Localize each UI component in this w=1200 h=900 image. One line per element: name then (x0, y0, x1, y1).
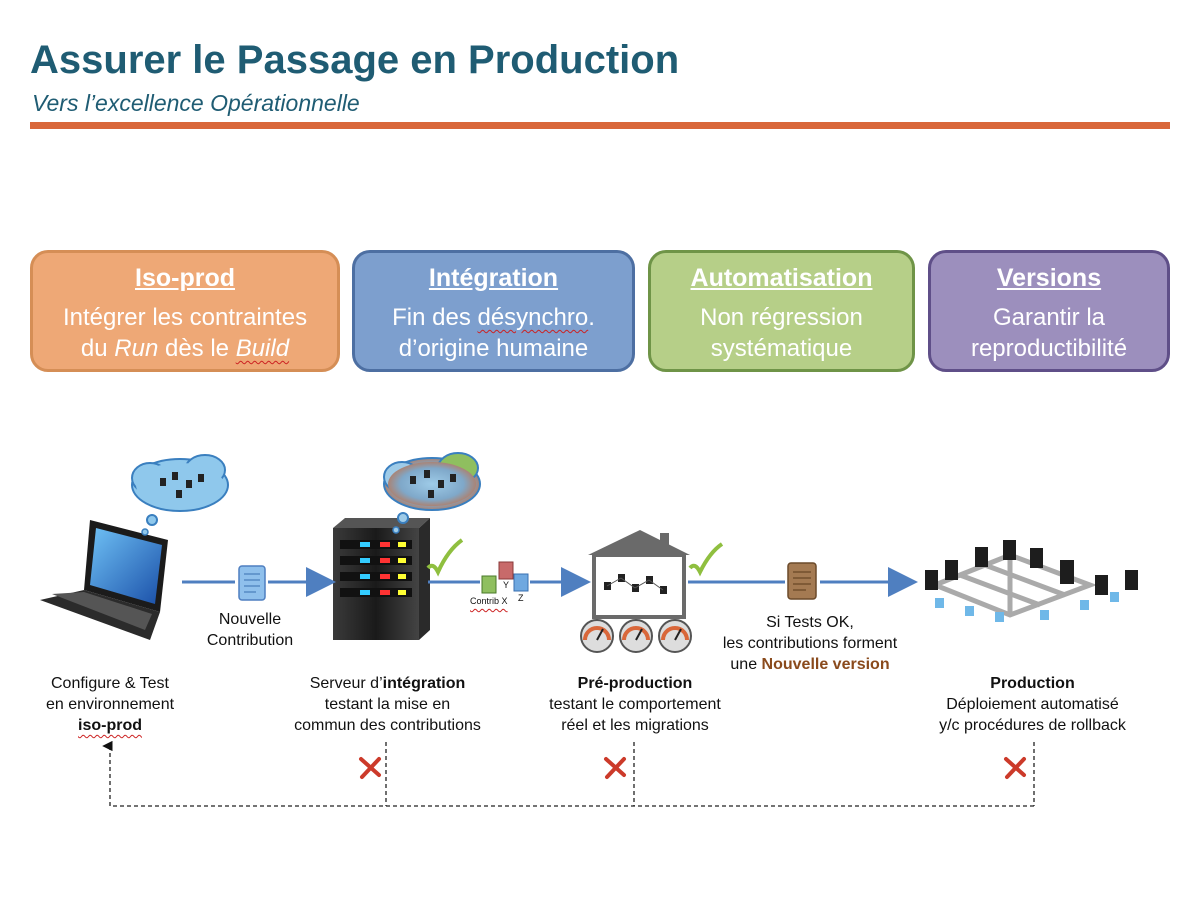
stage-isoprod-label: Configure & Test en environnement iso-pr… (20, 673, 200, 736)
pillar-isoprod-text: Intégrer les contraintes du Run dès le B… (33, 302, 337, 364)
pillar-versions: Versions Garantir la reproductibilité (928, 250, 1170, 372)
production-network-icon (925, 540, 1138, 622)
pillar-automatisation-line2: systématique (710, 335, 853, 362)
contribution-label-line2: Contribution (206, 632, 294, 649)
preproduction-house-icon (588, 530, 690, 619)
pillar-integration-desynchro: désynchro (477, 304, 589, 331)
check-icon-integration (426, 538, 464, 577)
pillar-isoprod-line2a: du (80, 335, 115, 362)
stage-preprod-line2: testant le comportement (549, 696, 721, 713)
stage-integration-label: Serveur d’intégration testant la mise en… (270, 673, 505, 736)
version-scroll-icon (787, 562, 817, 600)
stage-preprod-line3: réel et les migrations (561, 717, 709, 734)
pillar-isoprod-line1: Intégrer les contraintes (62, 304, 308, 331)
fail-icon-production (1004, 757, 1026, 779)
stage-production-line2: Déploiement automatisé (946, 696, 1119, 713)
pillar-automatisation-text: Non régression systématique (651, 302, 912, 364)
stage-production-label: Production Déploiement automatisé y/c pr… (920, 673, 1145, 736)
contrib-x-label: Contrib X (470, 596, 508, 606)
new-version-highlight: Nouvelle version (761, 656, 890, 673)
contrib-files-icon (481, 561, 529, 594)
version-label-line1: Si Tests OK, (766, 614, 854, 631)
stage-preprod-label: Pré-production testant le comportement r… (525, 673, 745, 736)
page-subtitle: Vers l’excellence Opérationnelle (32, 90, 360, 116)
pillar-isoprod: Iso-prod Intégrer les contraintes du Run… (30, 250, 340, 372)
integration-server-icon (333, 518, 430, 640)
pillar-isoprod-build: Build (235, 335, 290, 362)
stage-integration-line2: testant la mise en (324, 696, 451, 713)
network-cloud-icon (131, 454, 229, 536)
pillar-isoprod-title: Iso-prod (135, 264, 235, 292)
contrib-y-label: Y (503, 580, 510, 590)
check-icon-preprod (688, 542, 724, 577)
stage-isoprod-line2: en environnement (45, 696, 175, 713)
feedback-loop (102, 740, 1035, 807)
contribution-label-line1: Nouvelle (218, 611, 282, 628)
pillar-versions-line1: Garantir la (992, 304, 1106, 331)
stage-production-line1: Production (990, 675, 1075, 692)
stage-isoprod-line3: iso-prod (78, 717, 142, 734)
pillar-versions-title: Versions (996, 264, 1102, 292)
version-label-line2: les contributions forment (722, 635, 898, 652)
stage-isoprod-line1: Configure & Test (51, 675, 169, 692)
stage-integration-line1b: intégration (382, 675, 466, 692)
pillar-integration-text: Fin des désynchro. d’origine humaine (355, 302, 632, 364)
stage-integration-line3: commun des contributions (294, 717, 481, 734)
colored-network-cloud-icon (383, 452, 481, 534)
version-label-line3a: une (730, 656, 762, 673)
title-divider (30, 122, 1170, 129)
fail-icon-preprod (604, 757, 626, 779)
stage-integration-line1a: Serveur d’ (309, 675, 383, 692)
laptop-icon (40, 520, 168, 640)
pillar-versions-line2: reproductibilité (970, 335, 1128, 362)
pillar-automatisation-title: Automatisation (690, 264, 873, 292)
pillar-automatisation-line1: Non régression (700, 304, 863, 331)
pillar-integration-line1c: . (588, 304, 595, 331)
pillar-integration-title: Intégration (428, 264, 559, 292)
page-title: Assurer le Passage en Production (30, 38, 680, 82)
pillar-integration-line2: d’origine humaine (398, 335, 589, 362)
stage-preprod-line1: Pré-production (577, 675, 693, 692)
contrib-z-label: Z (518, 593, 524, 603)
contribution-label: Nouvelle Contribution (195, 609, 305, 651)
contribution-scroll-icon (238, 565, 266, 601)
pillar-versions-text: Garantir la reproductibilité (931, 302, 1167, 364)
pillar-integration-line1a: Fin des (392, 304, 478, 331)
pillar-isoprod-run: Run (114, 335, 159, 362)
fail-icon-integration (359, 757, 381, 779)
gauge-icons (580, 619, 692, 653)
pillar-automatisation: Automatisation Non régression systématiq… (648, 250, 915, 372)
pillar-isoprod-line2c: dès le (158, 335, 236, 362)
pillar-integration: Intégration Fin des désynchro. d’origine… (352, 250, 635, 372)
stage-production-line3: y/c procédures de rollback (939, 717, 1126, 734)
version-label: Si Tests OK, les contributions forment u… (705, 612, 915, 675)
